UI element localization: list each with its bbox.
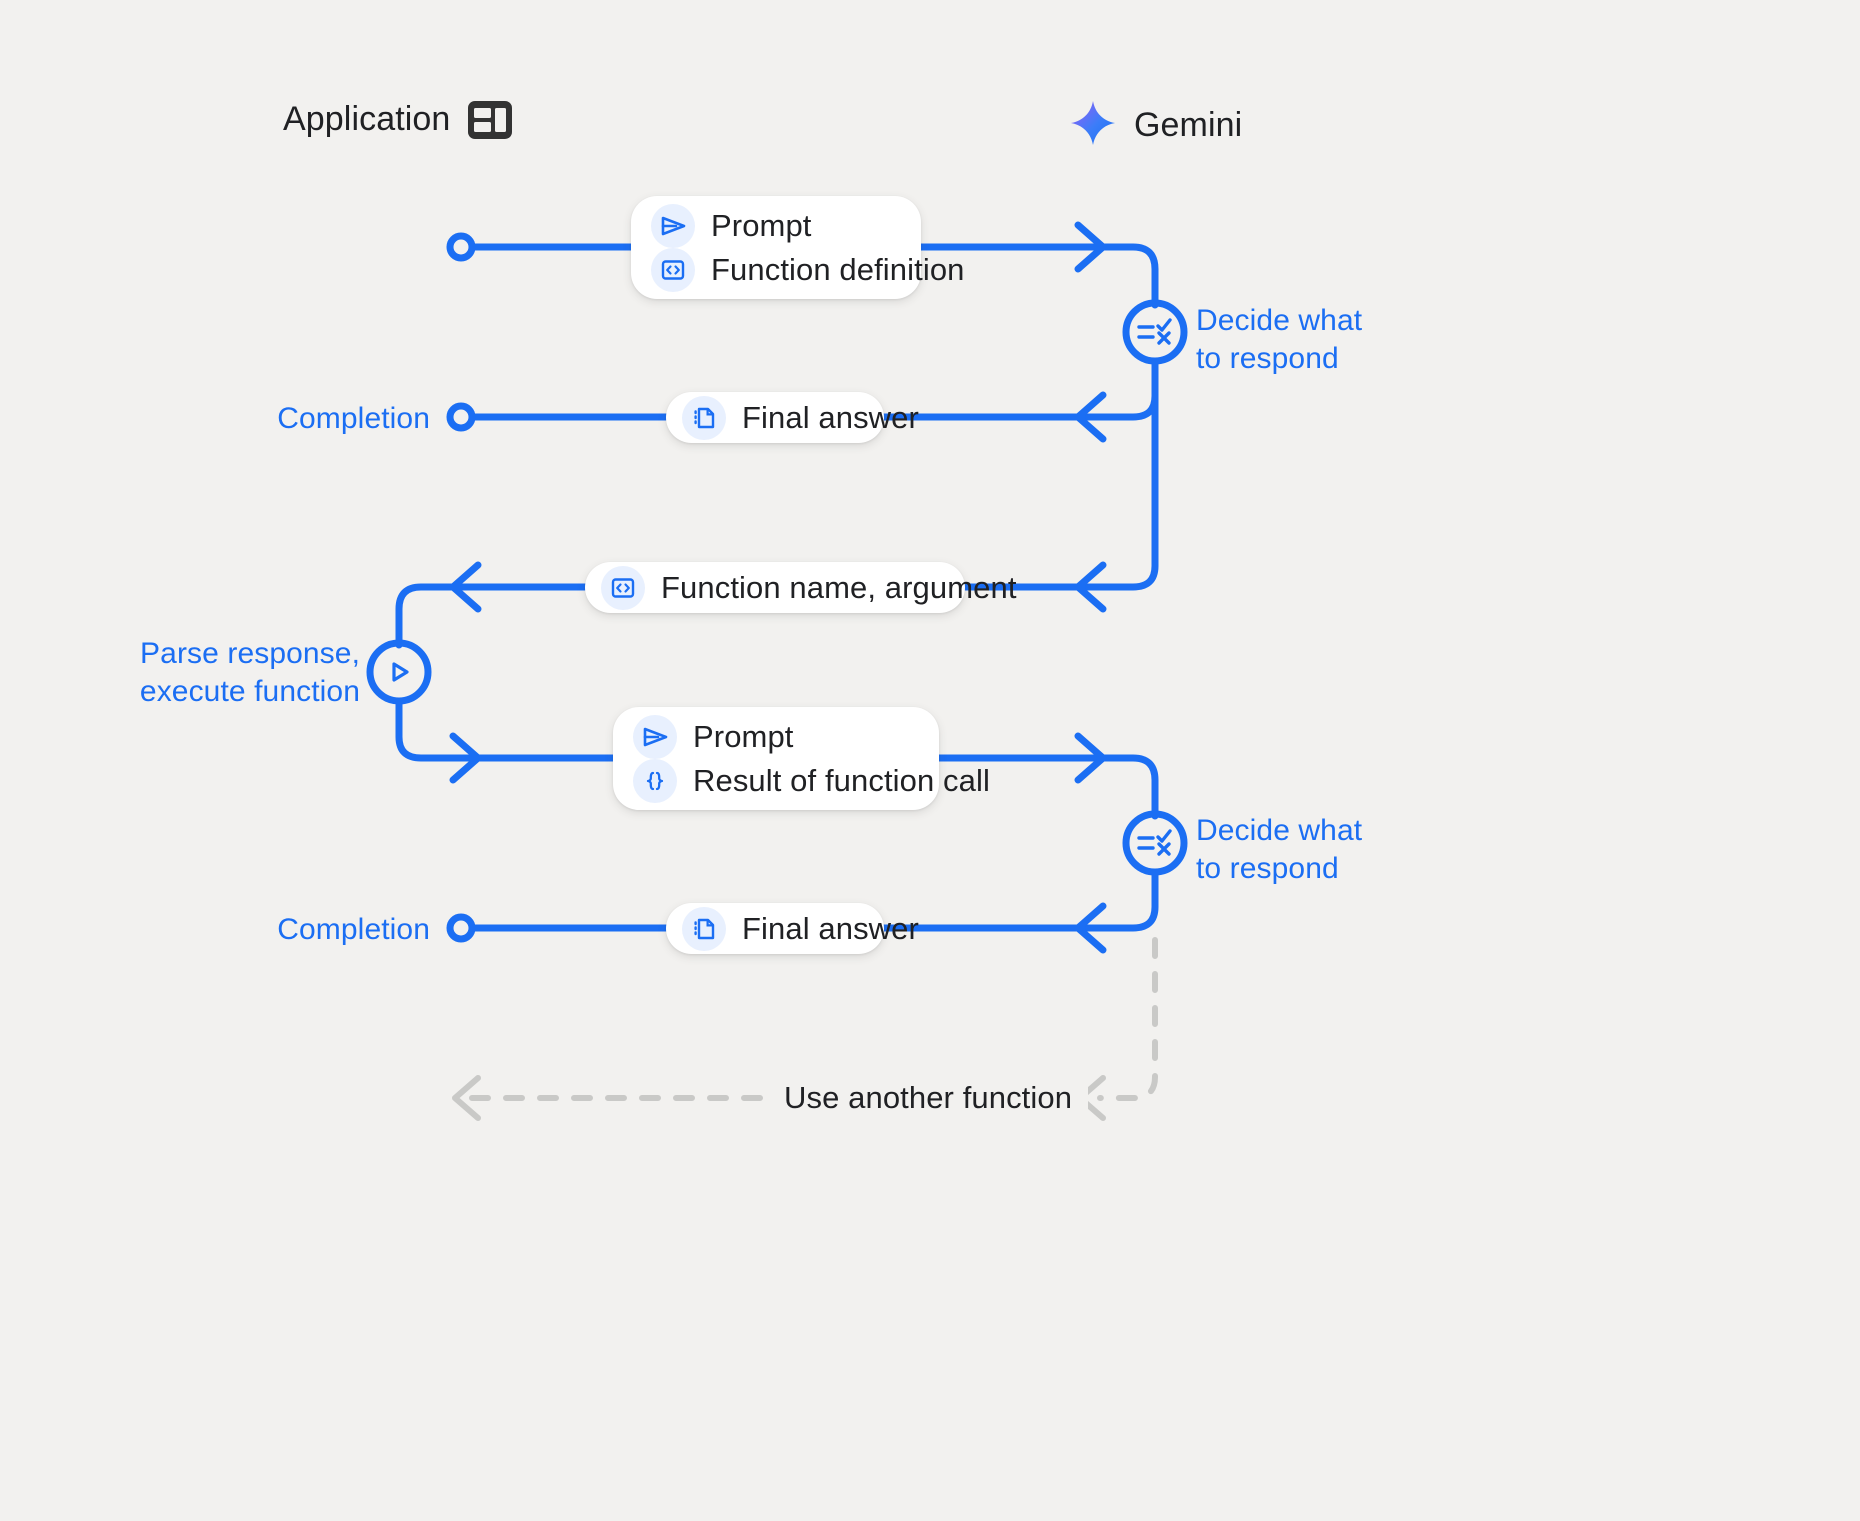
- completion-label-2: Completion: [277, 913, 430, 946]
- wire-parse-in: [395, 583, 461, 649]
- arrowhead-to-app-4: [1074, 902, 1107, 954]
- header-gemini-label: Gemini: [1134, 106, 1243, 144]
- header-application-label: Application: [283, 100, 451, 138]
- card-line: Final answer: [682, 906, 919, 951]
- arrowhead-to-gemini-2a: [449, 732, 482, 784]
- message-card-prompt-function-definition: Prompt Function definition: [631, 196, 964, 299]
- arrowhead-to-gemini-1: [1074, 221, 1107, 273]
- arrowhead-to-app-3: [449, 561, 482, 613]
- card-line: Final answer: [682, 395, 919, 440]
- checklist-decision-icon-2: [1124, 812, 1186, 874]
- send-arrow-icon: [633, 714, 677, 759]
- arrowhead-to-app-2: [1074, 561, 1107, 613]
- wire-parse-out: [395, 697, 469, 762]
- completion-node-1: [446, 402, 476, 432]
- arrowhead-to-app-1: [1074, 391, 1107, 443]
- arrowhead-to-gemini-2b: [1074, 732, 1107, 784]
- message-card-prompt-result-of-function-call: Prompt Result of function call: [613, 707, 990, 810]
- code-brackets-icon: [651, 247, 695, 292]
- card-line-text: Prompt: [711, 207, 812, 243]
- wire-gemini-decision2-in: [1086, 754, 1159, 820]
- checklist-decision-icon: [1124, 301, 1186, 363]
- header-gemini: Gemini: [1070, 100, 1242, 151]
- card-line-text: Function name, argument: [661, 569, 1017, 605]
- wire-decision1-to-functionname: [1078, 357, 1159, 591]
- loop-return-path: [1097, 937, 1158, 1101]
- document-icon: [682, 395, 726, 440]
- play-triangle-icon: [368, 641, 430, 703]
- card-line-text: Function definition: [711, 251, 965, 287]
- card-line: Function definition: [651, 247, 964, 292]
- curly-braces-icon: [633, 758, 677, 803]
- card-line: Result of function call: [633, 758, 990, 803]
- card-line-text: Final answer: [742, 910, 919, 946]
- decide-what-to-respond-label-2: Decide what to respond: [1196, 814, 1363, 886]
- wire-decision1-to-final-answer: [1078, 357, 1159, 421]
- gemini-sparkle-icon: [1070, 100, 1116, 151]
- card-line: Prompt: [633, 714, 909, 759]
- application-layout-icon: [468, 100, 513, 139]
- header-application: Application: [283, 100, 513, 139]
- card-line: Prompt: [651, 203, 891, 248]
- wire-gemini-decision1-in: [1086, 243, 1159, 309]
- card-line: Function name, argument: [601, 565, 1016, 610]
- message-card-function-name-argument: Function name, argument: [585, 562, 1016, 613]
- card-line-text: Final answer: [742, 399, 919, 435]
- code-brackets-icon: [601, 565, 645, 610]
- start-node: [446, 232, 476, 262]
- message-card-final-answer-2: Final answer: [666, 903, 919, 954]
- wire-decision2-to-final-answer: [1078, 868, 1159, 932]
- card-line-text: Prompt: [693, 718, 794, 754]
- decide-what-to-respond-label-1: Decide what to respond: [1196, 304, 1363, 376]
- message-card-final-answer-1: Final answer: [666, 392, 919, 443]
- document-icon: [682, 906, 726, 951]
- card-line-text: Result of function call: [693, 762, 990, 798]
- use-another-function-label: Use another function: [768, 1080, 1089, 1116]
- send-arrow-icon: [651, 203, 695, 248]
- parse-execute-label: Parse response, execute function: [139, 637, 360, 709]
- loop-arrowhead-application: [452, 1075, 481, 1121]
- completion-node-2: [446, 913, 476, 943]
- completion-label-1: Completion: [277, 402, 430, 435]
